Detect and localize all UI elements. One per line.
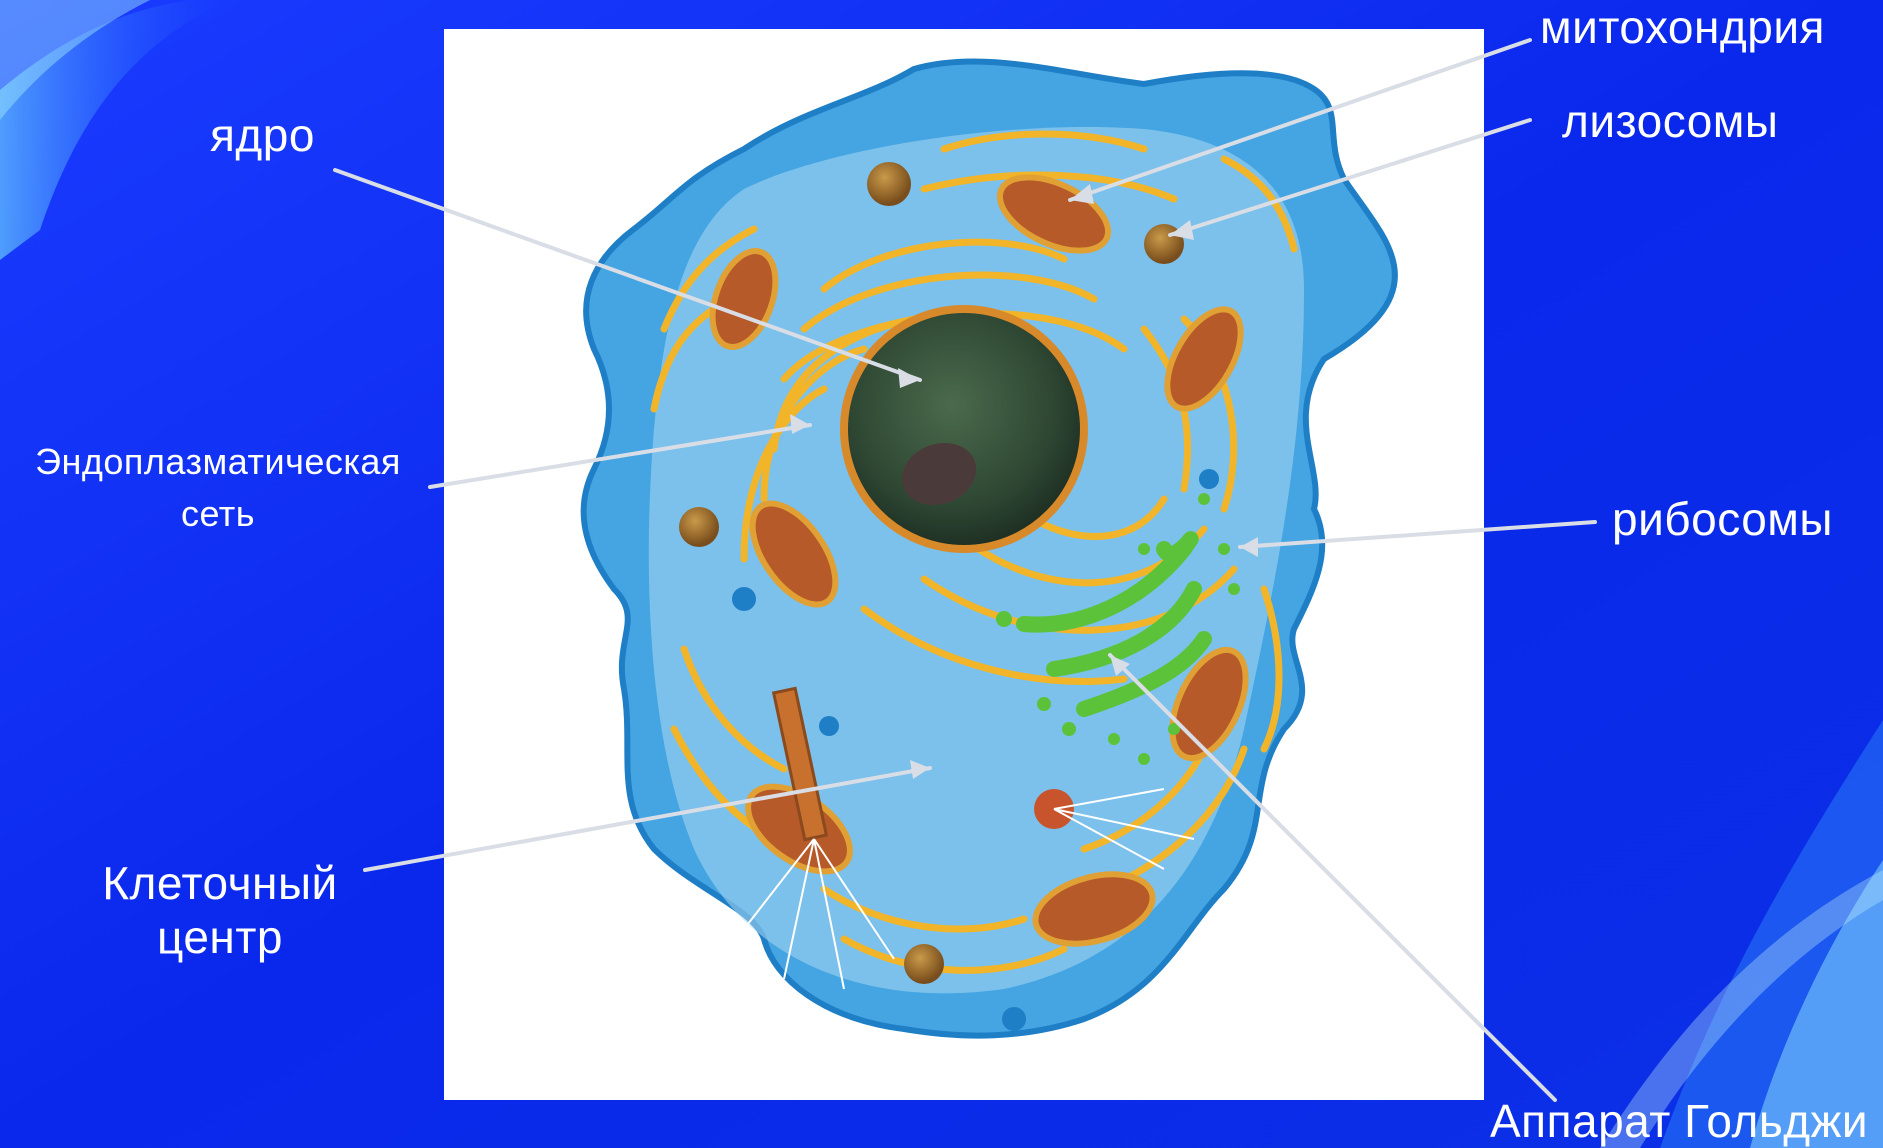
label-lysosomes: лизосомы: [1562, 94, 1778, 148]
label-ribosomes: рибосомы: [1612, 492, 1833, 546]
label-centrosome-line1: Клеточный: [60, 856, 380, 910]
nucleus: [844, 309, 1084, 549]
label-er-line2: сеть: [8, 488, 428, 540]
label-golgi: Аппарат Гольджи: [1490, 1094, 1868, 1148]
cell-illustration-panel: [444, 29, 1484, 1100]
label-endoplasmic-reticulum: Эндоплазматическая сеть: [8, 436, 428, 540]
label-mitochondria: митохондрия: [1540, 0, 1825, 54]
label-centrosome-line2: центр: [60, 910, 380, 964]
label-nucleus: ядро: [210, 108, 315, 162]
animal-cell-illustration: [444, 29, 1484, 1100]
label-er-line1: Эндоплазматическая: [8, 436, 428, 488]
label-centrosome: Клеточный центр: [60, 856, 380, 964]
